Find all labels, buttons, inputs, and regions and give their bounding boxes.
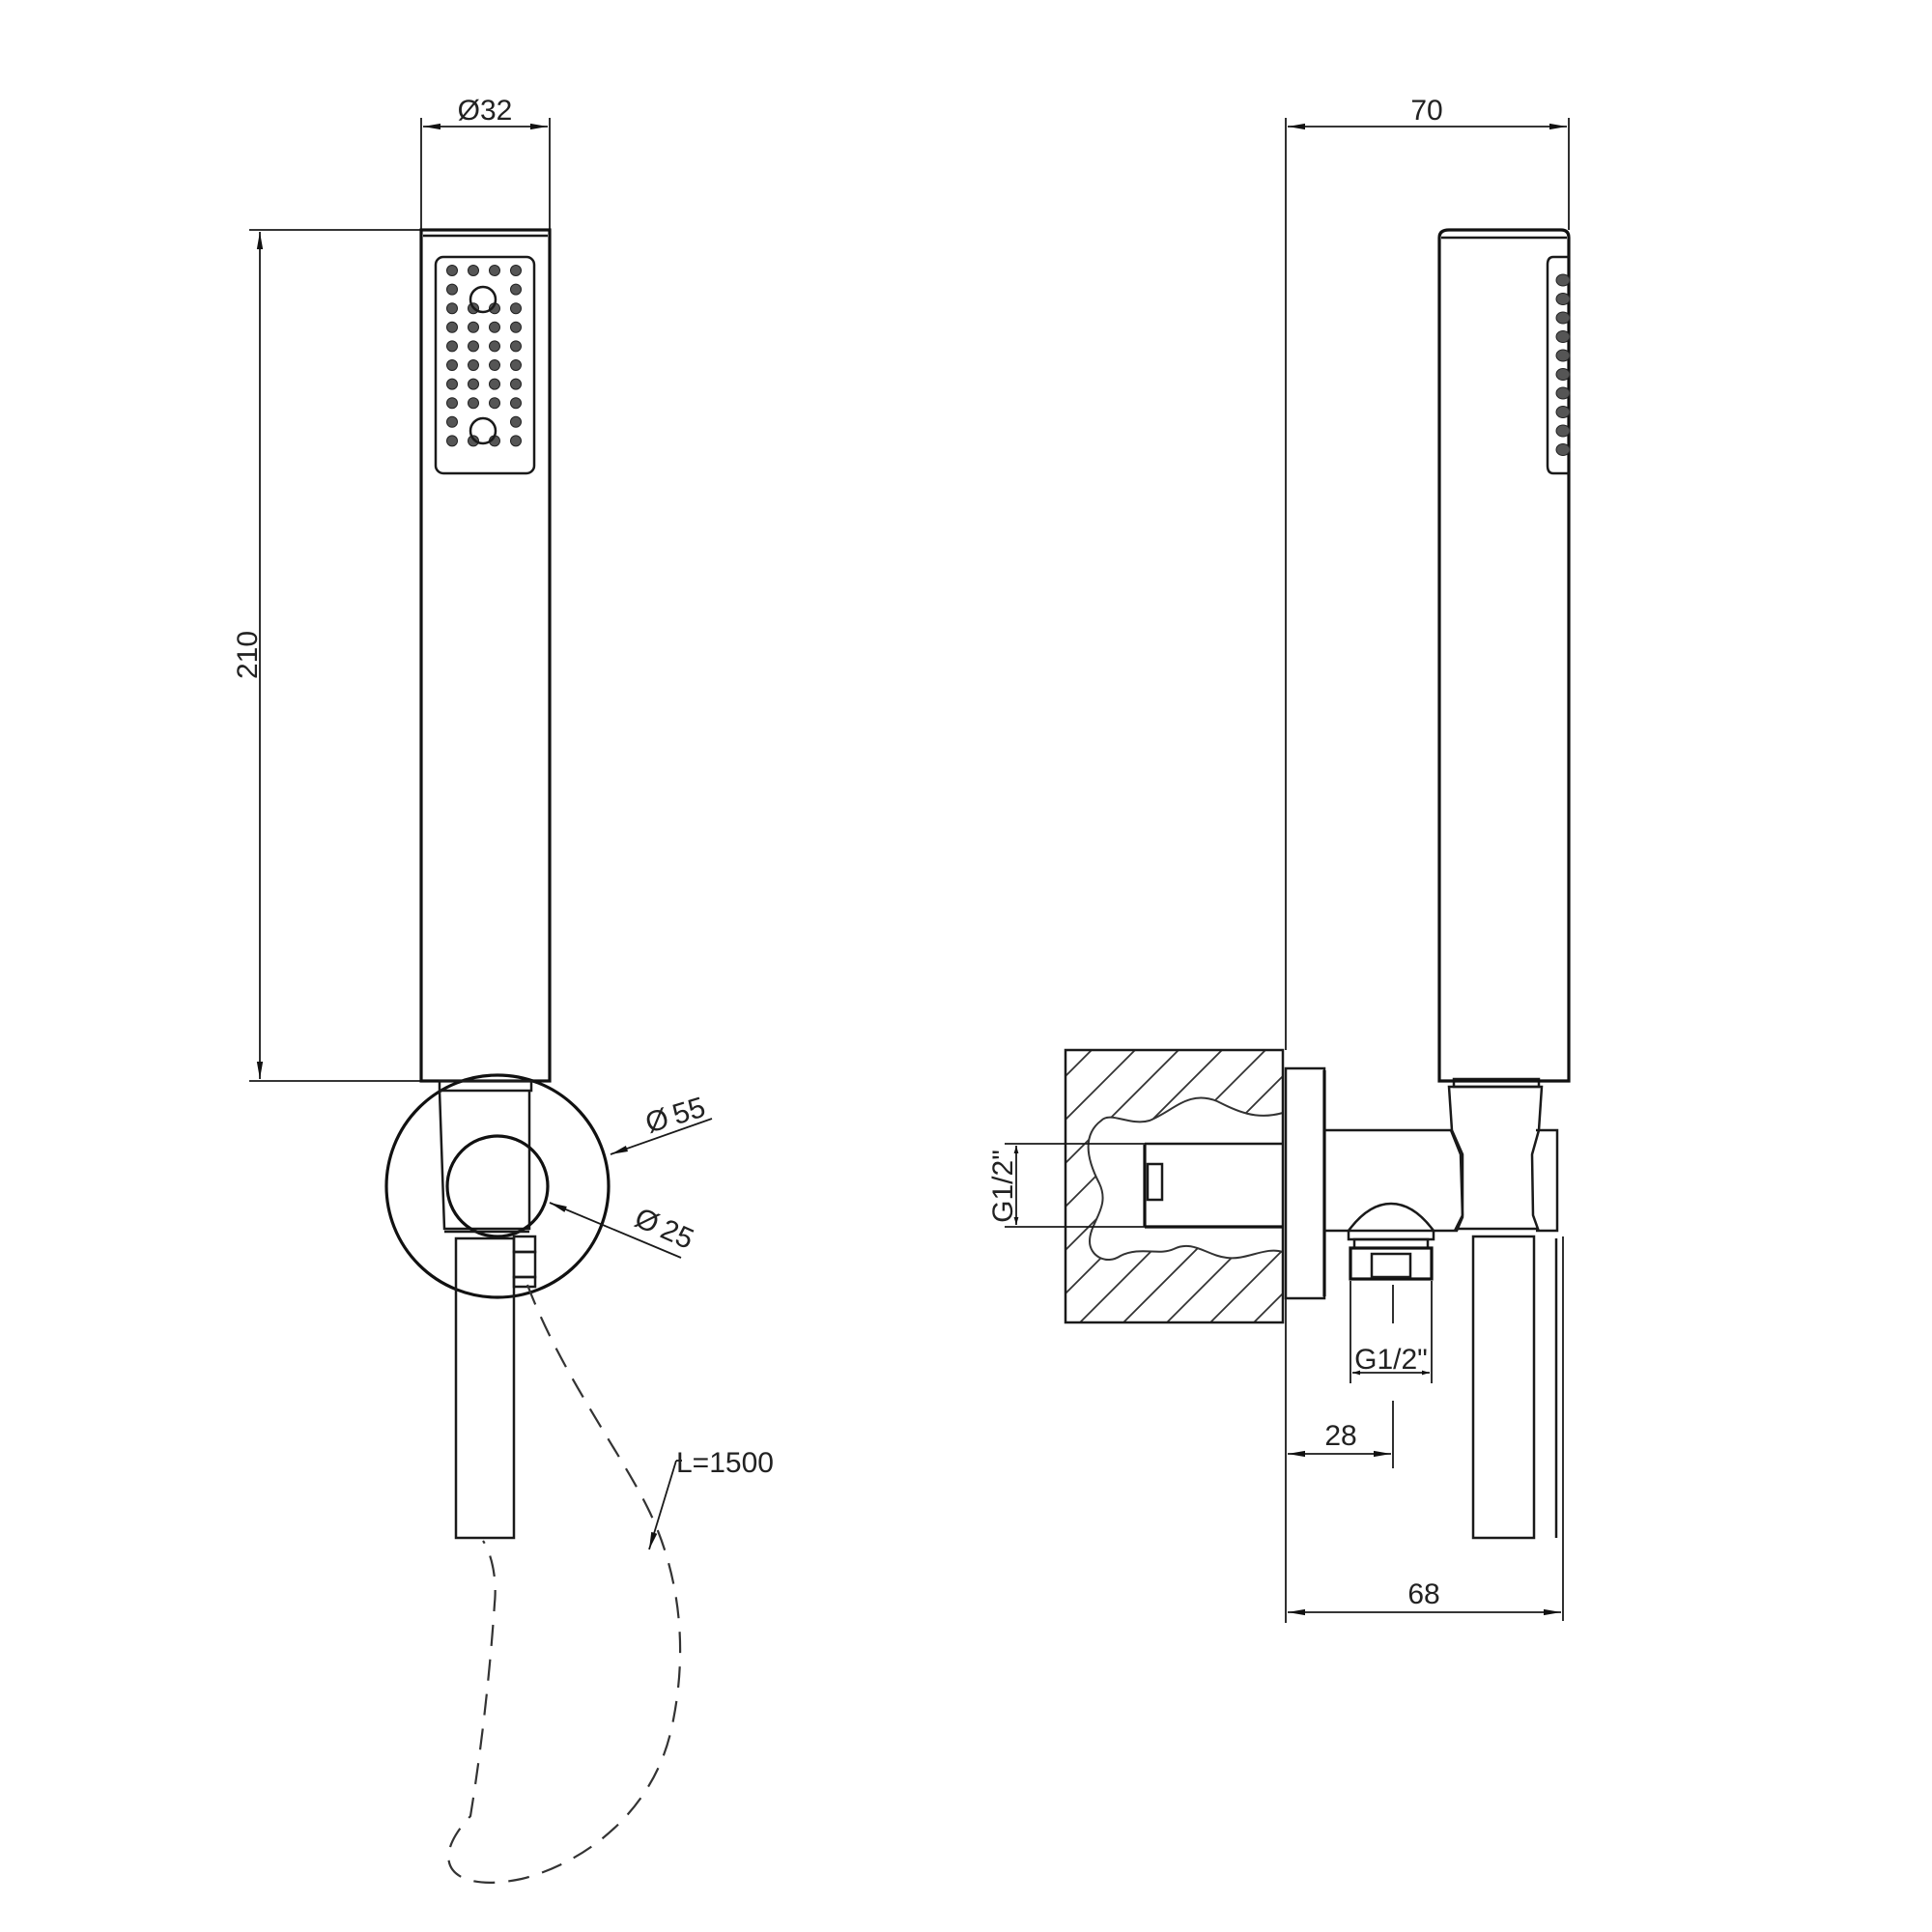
side-nozzle bbox=[1555, 443, 1571, 456]
dimension-wall-thread: G1/2" bbox=[987, 1143, 1145, 1228]
spray-nozzle bbox=[468, 378, 479, 390]
spray-nozzle bbox=[510, 340, 522, 353]
wall-cavity bbox=[1087, 1096, 1284, 1261]
spray-nozzle bbox=[510, 359, 522, 371]
hatch-line bbox=[1384, 1050, 1657, 1322]
hatch-line bbox=[1166, 1205, 1283, 1322]
side-nozzle bbox=[1555, 406, 1571, 418]
side-nozzles bbox=[1555, 273, 1571, 456]
side-nozzle bbox=[1555, 424, 1571, 438]
spray-nozzle bbox=[489, 378, 500, 390]
front-view: Ø32 210 bbox=[232, 95, 774, 1884]
dim-label-offset-28: 28 bbox=[1324, 1420, 1356, 1452]
dim-label-outlet-thread: G1/2" bbox=[1354, 1344, 1428, 1376]
spray-nozzle bbox=[510, 302, 522, 315]
wall-plate bbox=[384, 1073, 611, 1299]
hatch-line bbox=[1065, 1050, 1223, 1208]
spray-nozzle bbox=[446, 378, 458, 390]
spray-nozzle bbox=[510, 378, 522, 390]
spray-ring-top bbox=[469, 285, 497, 314]
dimension-overall-width-bottom: 68 bbox=[1288, 1578, 1561, 1616]
wall-section bbox=[1064, 1048, 1700, 1324]
spray-nozzle bbox=[446, 359, 458, 371]
spray-nozzle bbox=[446, 340, 458, 353]
dimension-outlet-thread: G1/2" bbox=[1350, 1281, 1433, 1383]
holder-cylinder bbox=[445, 1134, 550, 1238]
wall-bracket-front bbox=[384, 1073, 611, 1540]
hatch-line bbox=[1065, 1050, 1093, 1078]
dimension-overall-width-top: 70 bbox=[1285, 95, 1570, 1050]
wall-flange bbox=[1284, 1066, 1326, 1300]
side-nozzle bbox=[1555, 311, 1571, 325]
hatch-line bbox=[1065, 1050, 1179, 1165]
side-nozzle bbox=[1555, 368, 1571, 381]
spray-ring-bottom bbox=[469, 416, 497, 445]
dimension-wall-plate-diameter: Ø55 bbox=[610, 1092, 713, 1155]
dimension-outlet-offset: 28 bbox=[1288, 1401, 1394, 1468]
dimension-handshower-diameter: Ø32 bbox=[420, 95, 551, 230]
bracket-arm-side bbox=[1471, 1235, 1536, 1540]
handshower-side bbox=[1437, 228, 1571, 1083]
side-nozzle bbox=[1555, 386, 1571, 400]
spray-nozzle bbox=[510, 397, 522, 410]
spray-nozzle bbox=[468, 321, 479, 333]
hatch-line bbox=[1065, 1050, 1136, 1122]
spray-nozzle bbox=[489, 265, 500, 276]
spray-nozzle bbox=[489, 397, 500, 410]
spray-nozzle bbox=[446, 435, 458, 447]
side-nozzle bbox=[1555, 273, 1571, 287]
spray-nozzle bbox=[446, 321, 458, 333]
spray-nozzle bbox=[468, 435, 479, 447]
spray-nozzle bbox=[510, 265, 522, 276]
dim-label-diameter-55: 55 bbox=[668, 1092, 709, 1131]
spray-nozzle bbox=[510, 321, 522, 333]
spray-nozzle bbox=[468, 397, 479, 410]
hose bbox=[447, 1284, 682, 1884]
spray-nozzle bbox=[468, 265, 479, 276]
hatch-line bbox=[1209, 1248, 1283, 1322]
side-nozzle bbox=[1555, 293, 1571, 305]
spray-nozzle bbox=[446, 302, 458, 315]
handshower-front bbox=[419, 228, 552, 1083]
dim-label-width-70: 70 bbox=[1410, 95, 1442, 127]
side-nozzle bbox=[1555, 330, 1571, 343]
diameter-symbol: Ø bbox=[641, 1102, 672, 1139]
svg-text:Ø25: Ø25 bbox=[630, 1202, 698, 1256]
spray-nozzle bbox=[468, 340, 479, 353]
spray-nozzle bbox=[468, 359, 479, 371]
bracket-body-side bbox=[1324, 1077, 1559, 1281]
dim-label-width-68: 68 bbox=[1407, 1578, 1439, 1610]
dimension-hose-length: L=1500 bbox=[648, 1447, 774, 1550]
dim-label-diameter-32: Ø32 bbox=[458, 95, 513, 127]
spray-nozzle bbox=[510, 283, 522, 296]
spray-nozzle bbox=[446, 415, 458, 428]
spray-nozzle bbox=[489, 340, 500, 353]
spray-face bbox=[434, 255, 536, 475]
side-view: 70 G1/2" bbox=[987, 95, 1700, 1623]
dimension-holder-diameter: Ø25 bbox=[549, 1202, 698, 1259]
spray-nozzle bbox=[510, 415, 522, 428]
dimension-handshower-length: 210 bbox=[232, 229, 421, 1082]
spray-nozzle bbox=[489, 359, 500, 371]
spray-nozzle bbox=[446, 397, 458, 410]
hatch-line bbox=[1341, 1050, 1613, 1322]
spray-nozzles bbox=[446, 265, 522, 447]
dim-label-hose-length: L=1500 bbox=[676, 1447, 774, 1479]
dim-label-length-210: 210 bbox=[232, 631, 264, 679]
spray-nozzle bbox=[446, 283, 458, 296]
bracket-arm bbox=[454, 1236, 516, 1540]
side-nozzle bbox=[1555, 349, 1571, 362]
hatch-line bbox=[1428, 1050, 1700, 1322]
spray-nozzle bbox=[446, 265, 458, 276]
spray-nozzle bbox=[510, 435, 522, 447]
hatch-line bbox=[1253, 1292, 1283, 1322]
hatch-line bbox=[1297, 1050, 1570, 1322]
dim-label-wall-thread: G1/2" bbox=[987, 1150, 1019, 1223]
spray-nozzle bbox=[489, 321, 500, 333]
